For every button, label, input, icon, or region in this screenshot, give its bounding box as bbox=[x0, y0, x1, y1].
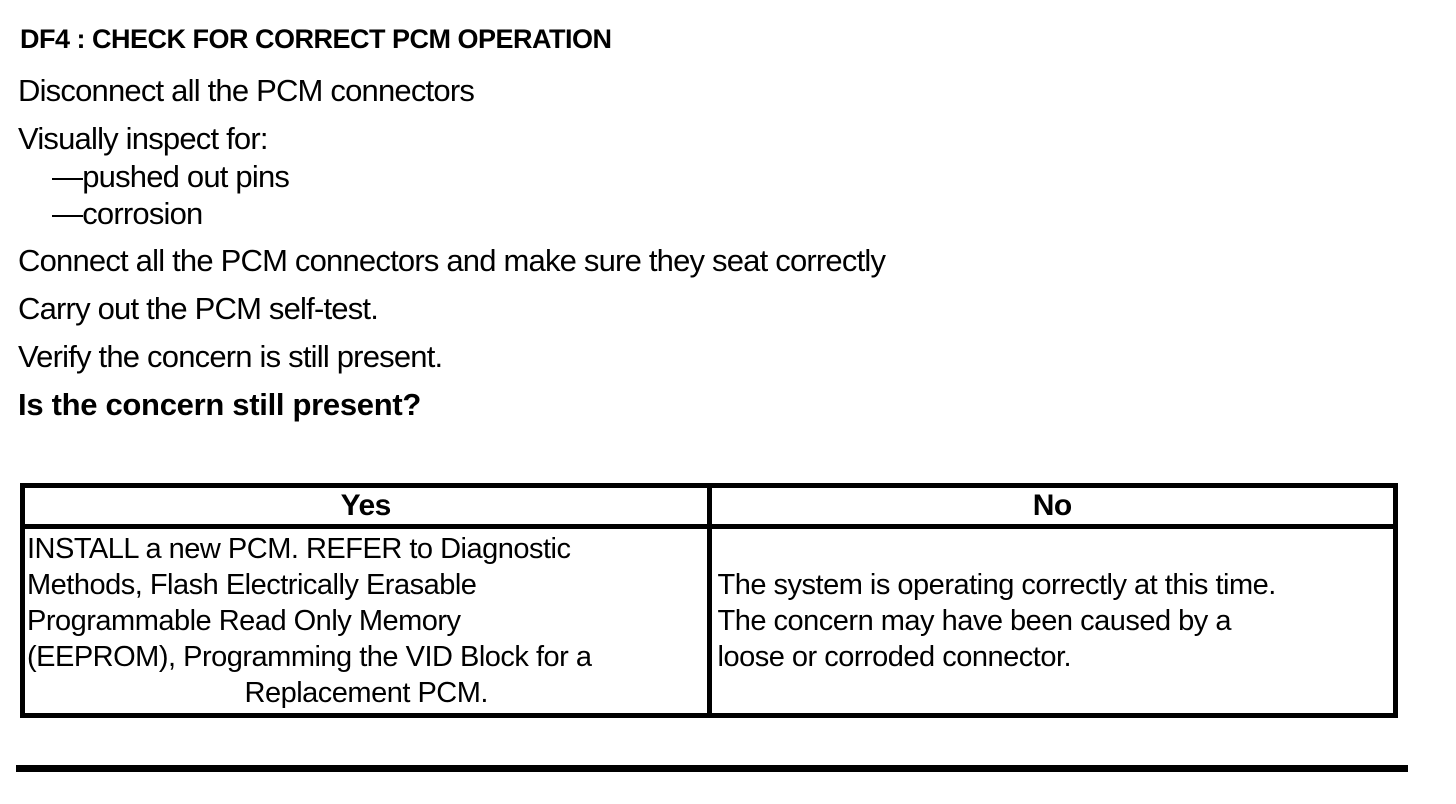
decision-table: Yes No INSTALL a new PCM. REFER to Diagn… bbox=[20, 483, 1398, 718]
yes-action-line: INSTALL a new PCM. REFER to Diagnostic bbox=[27, 533, 571, 565]
step-self-test: Carry out the PCM self-test. bbox=[18, 291, 379, 326]
no-action-line: loose or corroded connector. bbox=[717, 641, 1072, 673]
no-column-header: No bbox=[706, 483, 1398, 529]
page-bottom-rule bbox=[16, 765, 1408, 772]
step-disconnect-connectors: Disconnect all the PCM connectors bbox=[18, 73, 475, 108]
step-visually-inspect: Visually inspect for: bbox=[18, 121, 269, 156]
yes-action-line: Programmable Read Only Memory bbox=[27, 605, 461, 637]
decision-table-body-row: INSTALL a new PCM. REFER to Diagnostic M… bbox=[20, 524, 1398, 718]
no-action-line: The concern may have been caused by a bbox=[717, 605, 1232, 637]
decision-table-header-row: Yes No bbox=[20, 483, 1398, 529]
yes-action-cell: INSTALL a new PCM. REFER to Diagnostic M… bbox=[20, 524, 712, 718]
inspect-item-pushed-out-pins: —pushed out pins bbox=[52, 159, 290, 194]
step-connect-connectors: Connect all the PCM connectors and make … bbox=[18, 243, 886, 278]
step-verify-concern: Verify the concern is still present. bbox=[18, 339, 443, 374]
decision-question: Is the concern still present? bbox=[18, 387, 422, 422]
yes-column-header: Yes bbox=[20, 483, 712, 529]
inspect-item-corrosion: —corrosion bbox=[52, 196, 203, 231]
yes-action-line: Methods, Flash Electrically Erasable bbox=[27, 569, 477, 601]
no-action-cell: The system is operating correctly at thi… bbox=[706, 524, 1398, 718]
yes-action-line: (EEPROM), Programming the VID Block for … bbox=[27, 641, 592, 673]
yes-action-line: Replacement PCM. bbox=[244, 677, 489, 709]
procedure-heading: DF4 : CHECK FOR CORRECT PCM OPERATION bbox=[20, 24, 612, 54]
no-action-line: The system is operating correctly at thi… bbox=[717, 569, 1277, 601]
